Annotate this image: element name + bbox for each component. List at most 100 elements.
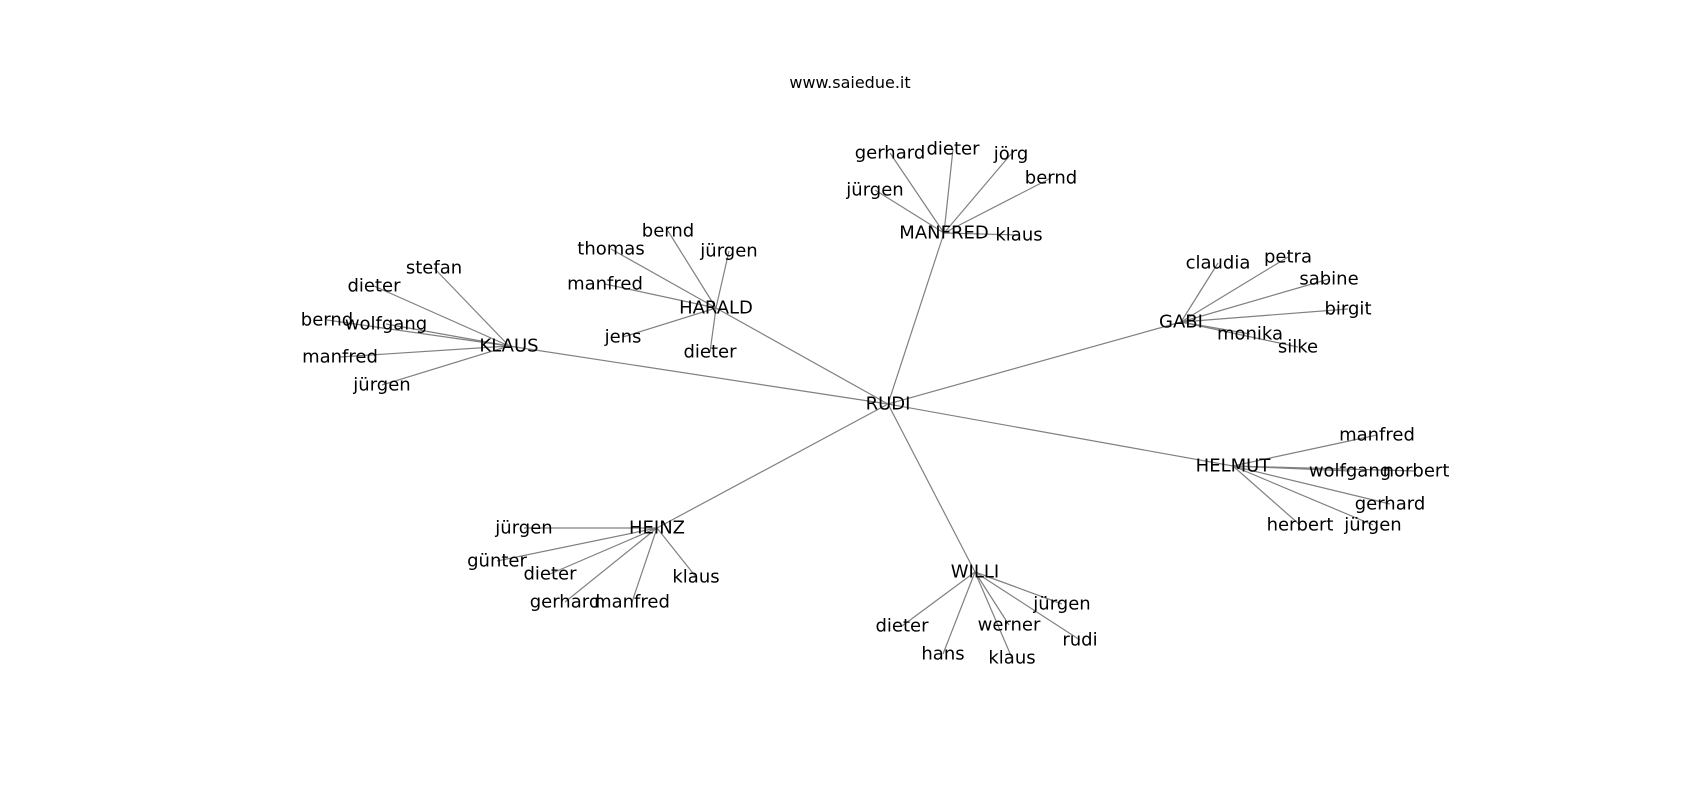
leaf-node-label: stefan [406, 258, 462, 279]
leaf-node-label: jürgen [845, 180, 903, 201]
leaf-node-label: birgit [1325, 299, 1372, 320]
edge-klaus-4 [339, 345, 510, 358]
edge-helmut-2 [1232, 465, 1417, 472]
leaf-node-label: bernd [301, 310, 353, 331]
leaf-node-label: jörg [993, 144, 1029, 165]
edge-harald-1 [610, 248, 717, 309]
hub-node-label: KLAUS [479, 336, 538, 357]
edge-gabi-2 [1180, 278, 1330, 323]
edge-willi-5 [974, 571, 1013, 659]
edge-center-klaus [508, 345, 889, 405]
edge-manfred-5 [943, 232, 1020, 236]
leaf-node-label: claudia [1186, 253, 1251, 274]
edge-helmut-5 [1232, 465, 1374, 526]
leaf-node-label: gerhard [1355, 494, 1426, 515]
edge-willi-2 [974, 571, 1010, 626]
leaf-node-label: manfred [302, 347, 378, 368]
edge-klaus-1 [373, 285, 510, 347]
leaf-node-label: thomas [577, 239, 644, 260]
edge-gabi-0 [1180, 262, 1219, 323]
leaf-node-label: herbert [1267, 515, 1334, 536]
leaf-node-label: jürgen [1032, 594, 1090, 615]
leaf-node-label: gerhard [855, 143, 926, 164]
center-node-label: RUDI [866, 394, 911, 415]
hub-node-label: GABI [1159, 312, 1203, 333]
edge-heinz-4 [564, 527, 658, 603]
leaf-node-label: dieter [683, 342, 737, 363]
edge-center-willi [887, 403, 976, 573]
edge-center-harald [715, 307, 889, 405]
edge-klaus-2 [326, 319, 510, 347]
leaf-node-label: jürgen [494, 518, 552, 539]
leaf-node-label: dieter [926, 139, 980, 160]
leaf-node-label: günter [467, 551, 527, 572]
edge-harald-5 [709, 307, 717, 353]
leaf-node-label: bernd [1025, 168, 1077, 189]
edge-helmut-4 [1232, 465, 1301, 526]
hub-node-label: MANFRED [899, 223, 988, 244]
leaf-node-label: rudi [1062, 630, 1097, 651]
edge-willi-1 [901, 571, 976, 627]
edge-manfred-0 [889, 152, 945, 234]
edge-center-helmut [887, 403, 1234, 467]
leaf-node-label: wolfgang [1309, 461, 1391, 482]
hub-node-label: HARALD [679, 298, 753, 319]
edge-manfred-4 [874, 189, 945, 234]
edge-center-heinz [656, 403, 889, 529]
edge-center-manfred [887, 232, 945, 405]
edge-center-gabi [887, 321, 1182, 405]
edge-harald-2 [715, 250, 730, 309]
leaf-node-label: jürgen [352, 375, 410, 396]
edge-gabi-5 [1180, 321, 1299, 348]
leaf-node-label: hans [921, 644, 964, 665]
edge-helmut-3 [1232, 465, 1391, 505]
leaf-node-label: jens [604, 327, 642, 348]
leaf-node-label: manfred [567, 274, 643, 295]
edge-klaus-5 [381, 345, 510, 386]
edge-heinz-2 [549, 527, 658, 575]
edge-manfred-2 [943, 153, 1012, 234]
leaf-node-label: jürgen [699, 241, 757, 262]
edge-klaus-3 [385, 323, 510, 347]
leaf-node-label: klaus [995, 225, 1042, 246]
leaf-node-label: klaus [988, 648, 1035, 669]
leaf-node-label: norbert [1383, 461, 1450, 482]
edge-manfred-3 [943, 177, 1052, 234]
leaf-node-label: jürgen [1343, 515, 1401, 536]
leaf-node-label: manfred [1339, 425, 1415, 446]
leaf-node-label: dieter [347, 276, 401, 297]
edge-heinz-5 [631, 527, 658, 603]
edge-gabi-1 [1180, 256, 1289, 323]
edge-manfred-1 [943, 148, 954, 234]
edge-willi-3 [974, 571, 1081, 641]
edge-klaus-0 [433, 267, 510, 347]
leaf-node-label: dieter [523, 564, 577, 585]
edge-willi-0 [974, 571, 1063, 605]
edge-layer [326, 148, 1417, 659]
graph-title: www.saiedue.it [789, 73, 910, 92]
leaf-node-label: monika [1217, 324, 1283, 345]
edge-harald-4 [622, 307, 717, 338]
edge-helmut-0 [1232, 434, 1378, 467]
leaf-node-label: wolfgang [345, 314, 427, 335]
hub-node-label: HEINZ [629, 518, 685, 539]
leaf-node-label: werner [978, 615, 1041, 636]
edge-harald-3 [604, 283, 717, 309]
leaf-node-label: silke [1278, 337, 1318, 358]
leaf-node-label: dieter [875, 616, 929, 637]
leaf-node-label: manfred [594, 592, 670, 613]
hub-node-label: HELMUT [1196, 456, 1272, 477]
leaf-node-label: petra [1264, 247, 1312, 268]
leaf-node-label: bernd [642, 221, 694, 242]
edge-gabi-3 [1180, 308, 1349, 323]
edge-willi-4 [942, 571, 976, 655]
leaf-node-label: sabine [1299, 269, 1358, 290]
hub-node-label: WILLI [951, 562, 999, 583]
edge-harald-0 [667, 230, 717, 309]
leaf-node-label: klaus [672, 567, 719, 588]
leaf-node-label: gerhard [530, 592, 601, 613]
edge-heinz-1 [496, 527, 658, 562]
edge-heinz-3 [656, 527, 697, 578]
